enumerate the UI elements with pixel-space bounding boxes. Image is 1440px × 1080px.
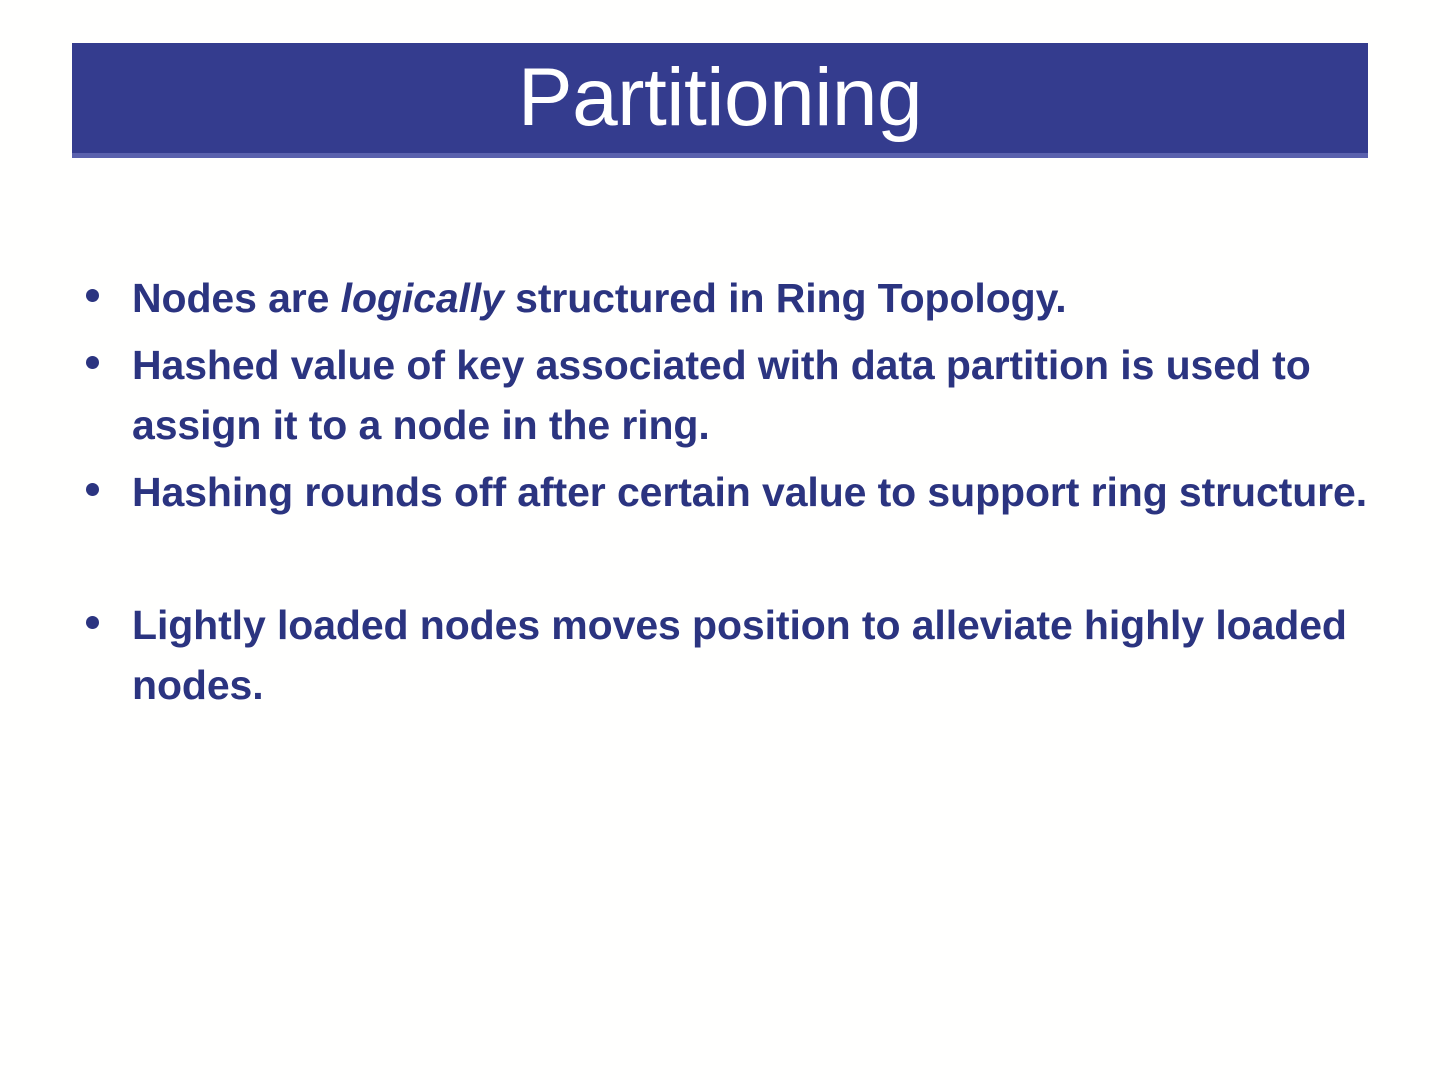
- title-banner-accent-line: [72, 153, 1368, 158]
- emphasis-text: logically: [340, 275, 504, 321]
- list-item: Nodes are logically structured in Ring T…: [72, 268, 1372, 329]
- bullet-list: Nodes are logically structured in Ring T…: [72, 268, 1372, 722]
- bullet-dot-icon: [86, 289, 99, 303]
- list-item-text: Nodes are logically structured in Ring T…: [132, 268, 1372, 329]
- title-banner: Partitioning: [72, 43, 1368, 157]
- plain-text: Nodes are: [132, 275, 341, 321]
- bullet-dot-icon: [86, 483, 99, 497]
- list-item-text: Hashing rounds off after certain value t…: [132, 462, 1372, 523]
- bullet-dot-icon: [86, 616, 99, 629]
- list-item: Hashed value of key associated with data…: [72, 335, 1372, 456]
- plain-text: Hashed value of key associated with data…: [132, 341, 1311, 449]
- plain-text: Hashing rounds off after certain value t…: [132, 469, 1368, 516]
- list-item-text: Lightly loaded nodes moves position to a…: [132, 595, 1372, 716]
- page-title: Partitioning: [517, 52, 923, 143]
- bullet-dot-icon: [86, 355, 99, 369]
- list-item: Hashing rounds off after certain value t…: [72, 462, 1372, 523]
- plain-text: structured in Ring Topology.: [503, 275, 1067, 321]
- list-item-text: Hashed value of key associated with data…: [132, 335, 1372, 456]
- list-item: Lightly loaded nodes moves position to a…: [72, 595, 1372, 716]
- plain-text: Lightly loaded nodes moves position to a…: [132, 601, 1347, 709]
